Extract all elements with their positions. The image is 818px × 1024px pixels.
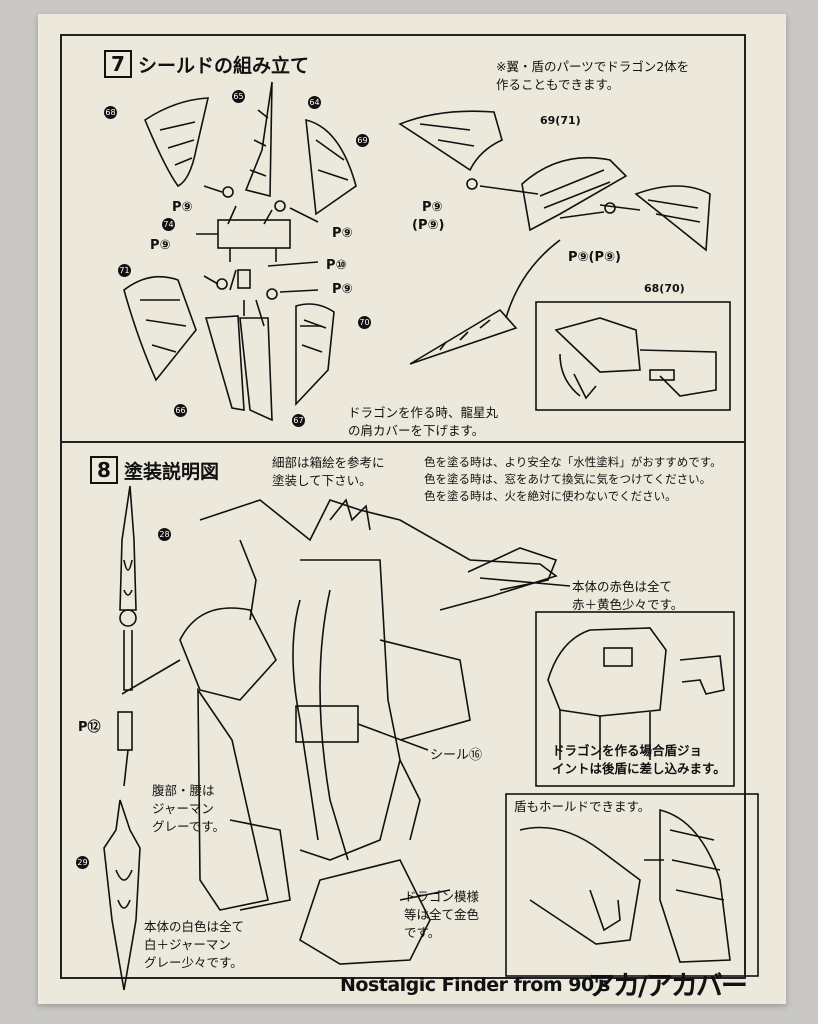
white-color-note: 本体の白色は全て 白＋ジャーマン グレー少々です。	[144, 919, 245, 970]
part-label-p9-a: P⑨	[172, 200, 193, 215]
section7-title: シールドの組み立て	[138, 54, 310, 77]
sheet-frame	[60, 34, 746, 979]
shield-joint-note: ドラゴンを作る場合盾ジョ イントは後盾に差し込みます。	[552, 743, 726, 776]
section7-number: 7	[104, 50, 132, 78]
part-num-68-70: 68(70)	[644, 282, 685, 295]
part-label-p10: P⑩	[326, 258, 347, 273]
part-num-70: 70	[358, 316, 371, 329]
part-num-74: 74	[162, 218, 175, 231]
watermark-logo: アカ/アカバー	[588, 971, 748, 1002]
section7-heading: 7 シールドの組み立て	[104, 50, 309, 78]
section8-title: 塗装説明図	[124, 460, 220, 483]
dragon-shoulder-note: ドラゴンを作る時、龍星丸 の肩カバーを下げます。	[348, 405, 499, 438]
watermark-text: Nostalgic Finder from 90's	[340, 974, 610, 996]
waist-color-note: 腹部・腰は ジャーマン グレーです。	[152, 783, 226, 834]
section8-number: 8	[90, 456, 118, 484]
seal-label: シール⑯	[430, 748, 483, 763]
shield-hold-note: 盾もホールドできます。	[514, 799, 651, 814]
part-label-p9-d: P⑨	[332, 282, 353, 297]
part-label-p9-pair: P⑨(P⑨)	[568, 250, 621, 265]
part-num-28: 28	[158, 528, 171, 541]
instruction-sheet	[38, 14, 786, 1004]
part-num-68: 68	[104, 106, 117, 119]
part-num-71: 71	[118, 264, 131, 277]
detail-paint-note: 細部は箱絵を参考に 塗装して下さい。	[272, 455, 385, 488]
section-divider	[60, 441, 746, 443]
safety-note: 色を塗る時は、より安全な「水性塗料」がおすすめです。 色を塗る時は、窓をあけて換…	[424, 455, 722, 503]
dragon-pattern-note: ドラゴン模様 等は全て金色 です。	[404, 889, 480, 940]
part-num-64: 64	[308, 96, 321, 109]
part-label-p12: P⑫	[78, 720, 101, 735]
part-label-p9-b: P⑨	[332, 226, 353, 241]
part-num-65: 65	[232, 90, 245, 103]
part-num-69-71: 69(71)	[540, 114, 581, 127]
part-num-67: 67	[292, 414, 305, 427]
red-color-note: 本体の赤色は全て 赤＋黄色少々です。	[572, 579, 684, 612]
section8-heading: 8 塗装説明図	[90, 456, 219, 484]
part-num-66: 66	[174, 404, 187, 417]
part-label-p9-e: P⑨	[422, 200, 443, 215]
part-label-p9-paren: (P⑨)	[412, 218, 445, 233]
part-num-69: 69	[356, 134, 369, 147]
part-num-29: 29	[76, 856, 89, 869]
part-label-p9-c: P⑨	[150, 238, 171, 253]
section7-note: ※翼・盾のパーツでドラゴン2体を 作ることもできます。	[496, 59, 690, 92]
